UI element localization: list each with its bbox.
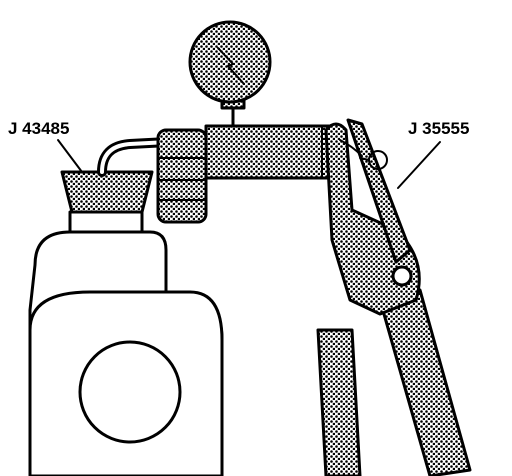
right-tool-callout: J 35555	[408, 119, 469, 138]
gauge-needle-icon	[217, 47, 245, 85]
left-callout-leader	[57, 139, 83, 173]
pump-barrel	[204, 124, 336, 180]
right-callout-leader	[397, 141, 441, 189]
hand-pump	[316, 118, 472, 476]
vacuum-gauge	[188, 20, 272, 128]
left-tool-callout: J 43485	[8, 119, 69, 138]
reservoir-adapter	[60, 170, 154, 234]
reservoir-port	[78, 340, 182, 444]
fluid-trap	[156, 128, 208, 224]
master-cylinder	[28, 230, 224, 476]
